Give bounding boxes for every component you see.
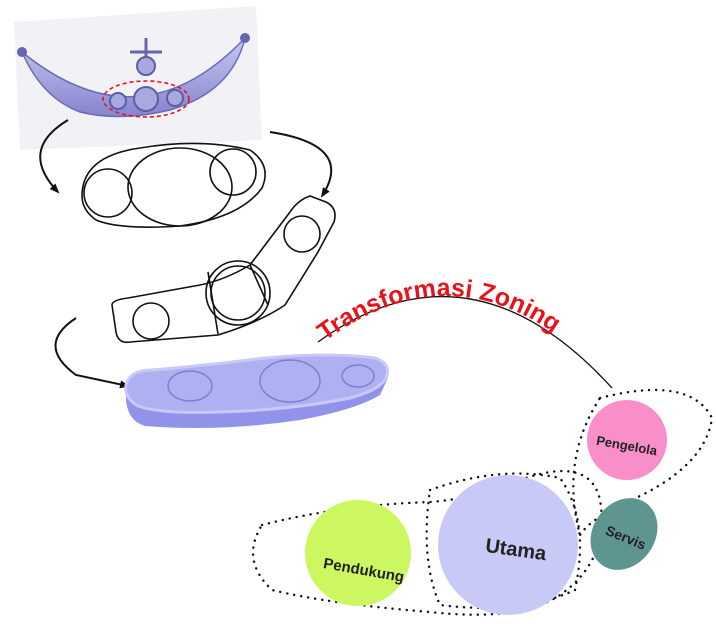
outline-shape-step1 xyxy=(82,143,265,227)
ornament-artifact xyxy=(14,6,262,150)
extruded-block-step3 xyxy=(126,355,388,428)
zone-service: Servis xyxy=(577,485,671,583)
arrow-3 xyxy=(56,318,129,386)
arrow-2 xyxy=(270,132,331,196)
zone-main: Utama xyxy=(438,475,578,615)
arc-title-text: Transformasi Zoning xyxy=(312,274,566,346)
segmented-shape-step2 xyxy=(112,196,335,342)
flow-arrows xyxy=(40,120,331,386)
zone-manager: Pengelola xyxy=(587,400,667,480)
zone-support: Pendukung xyxy=(305,500,411,606)
arc-title: Transformasi Zoning xyxy=(312,274,566,346)
